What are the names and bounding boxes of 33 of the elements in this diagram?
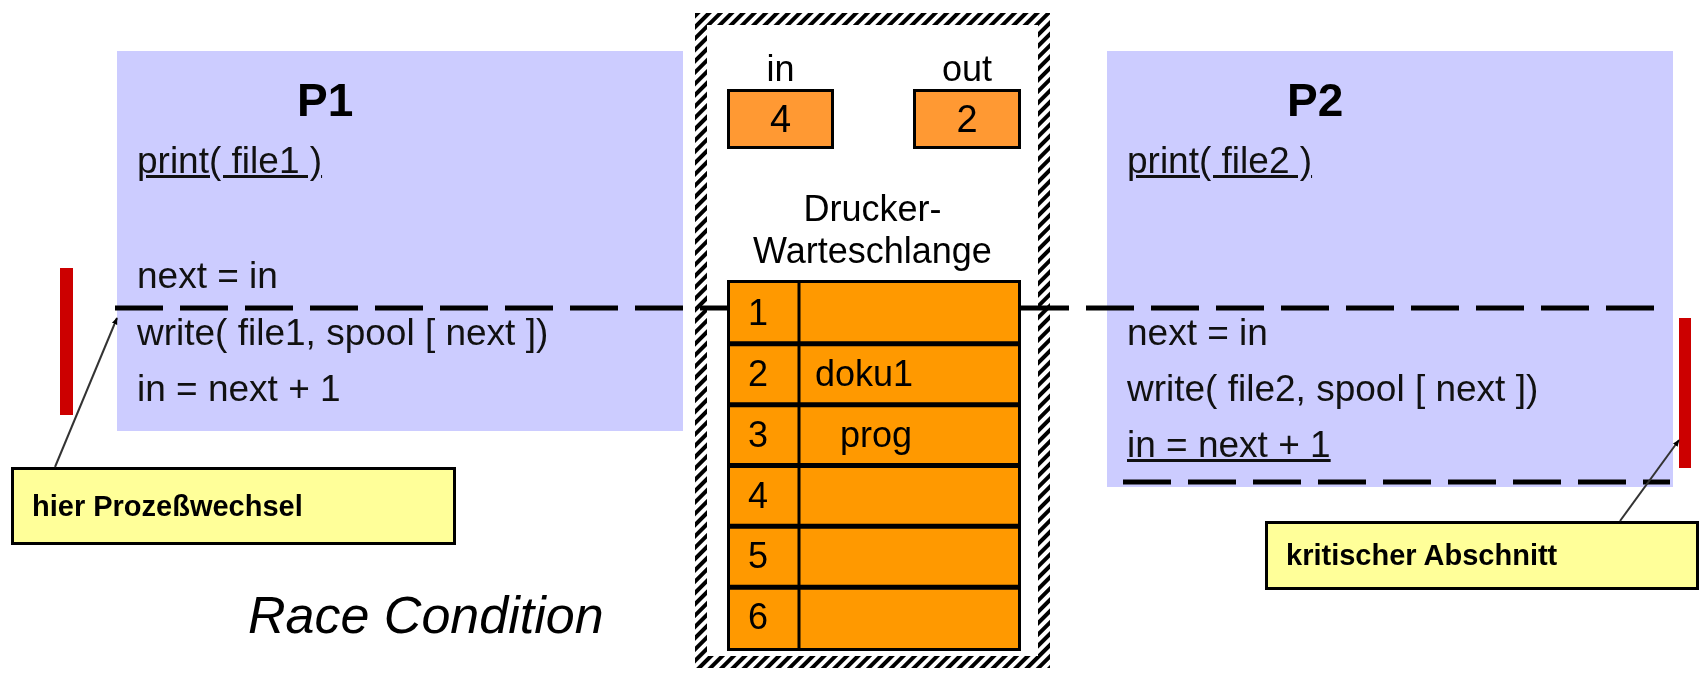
slot-entry: prog [840,414,913,455]
code-line: print( file2 ) [1127,141,1313,181]
callout-box [1265,521,1699,590]
code-line: next = in [1127,313,1268,353]
slot-number: 6 [748,597,769,638]
code-line: write( file2, spool [ next ]) [1127,369,1539,409]
leader-arrow [54,317,118,468]
code-line: in = next + 1 [137,369,341,409]
callout-box [11,467,456,545]
process-box [117,51,683,431]
register-label: in [765,49,796,89]
process-box [1107,51,1673,487]
process-title: P1 [297,75,354,125]
slot-number: 3 [748,414,769,455]
register-label: out [940,49,993,89]
process-title: P2 [1287,75,1344,125]
critical-section-bar [1679,318,1691,468]
queue-heading: Drucker- Warteschlange [752,188,993,272]
register-box: 4 [727,89,834,149]
slot-number: 1 [748,293,769,333]
callout-text: hier Prozeßwechsel [32,489,303,523]
callout-text: kritischer Abschnitt [1286,539,1558,572]
caption-text: Race Condition [248,585,604,645]
code-line: next = in [137,256,278,296]
slot-number: 2 [748,353,769,394]
slot-entry: doku1 [815,353,914,394]
code-line: in = next + 1 [1127,425,1331,465]
code-line: print( file1 ) [137,141,323,181]
leader-arrow [1619,439,1680,522]
register-box: 2 [913,89,1021,149]
slot-number: 4 [748,475,769,516]
slot-number: 5 [748,536,769,577]
code-line: write( file1, spool [ next ]) [137,313,549,353]
